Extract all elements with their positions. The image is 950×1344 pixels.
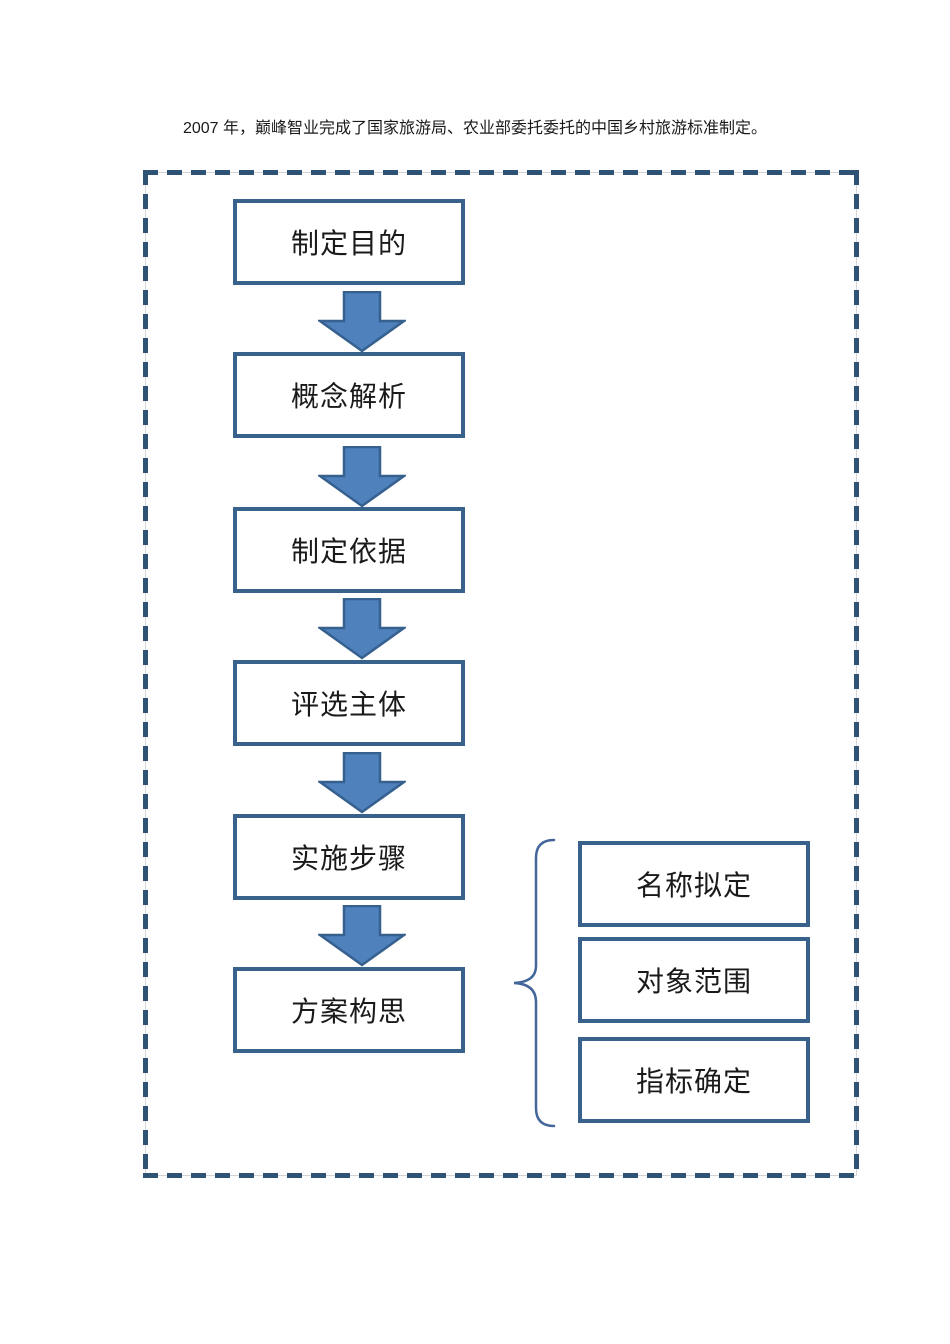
flow-step-label: 实施步骤	[290, 843, 407, 874]
flow-step-label: 制定依据	[290, 536, 407, 567]
flow-step-label: 制定目的	[290, 228, 407, 259]
down-arrow-icon	[316, 751, 408, 814]
flow-step-plan: 方案构思	[233, 967, 465, 1053]
down-arrow-icon	[316, 445, 408, 508]
flow-step-label: 评选主体	[290, 689, 407, 720]
caption-text: 2007 年，巅峰智业完成了国家旅游局、农业部委托委托的中国乡村旅游标准制定。	[182, 120, 768, 137]
flow-step-purpose: 制定目的	[233, 199, 465, 285]
frame-edge-right	[854, 170, 859, 1178]
flow-step-label: 方案构思	[290, 996, 407, 1027]
frame-edge-top	[143, 170, 859, 175]
flow-step-implementation: 实施步骤	[233, 814, 465, 900]
down-arrow-icon	[316, 904, 408, 967]
sub-step-name-drafting: 名称拟定	[578, 841, 810, 927]
sub-step-label: 名称拟定	[635, 870, 752, 901]
sub-step-indicator: 指标确定	[578, 1037, 810, 1123]
frame-edge-left	[143, 170, 148, 1178]
brace-connector-icon	[506, 838, 558, 1128]
flow-step-label: 概念解析	[290, 381, 407, 412]
frame-edge-bottom	[143, 1173, 859, 1178]
flow-step-concept: 概念解析	[233, 352, 465, 438]
flowchart-frame	[143, 170, 859, 1178]
sub-step-label: 对象范围	[635, 966, 752, 997]
flow-step-basis: 制定依据	[233, 507, 465, 593]
down-arrow-icon	[316, 597, 408, 660]
sub-step-label: 指标确定	[635, 1066, 752, 1097]
flow-step-subject: 评选主体	[233, 660, 465, 746]
down-arrow-icon	[316, 290, 408, 353]
sub-step-object-scope: 对象范围	[578, 937, 810, 1023]
